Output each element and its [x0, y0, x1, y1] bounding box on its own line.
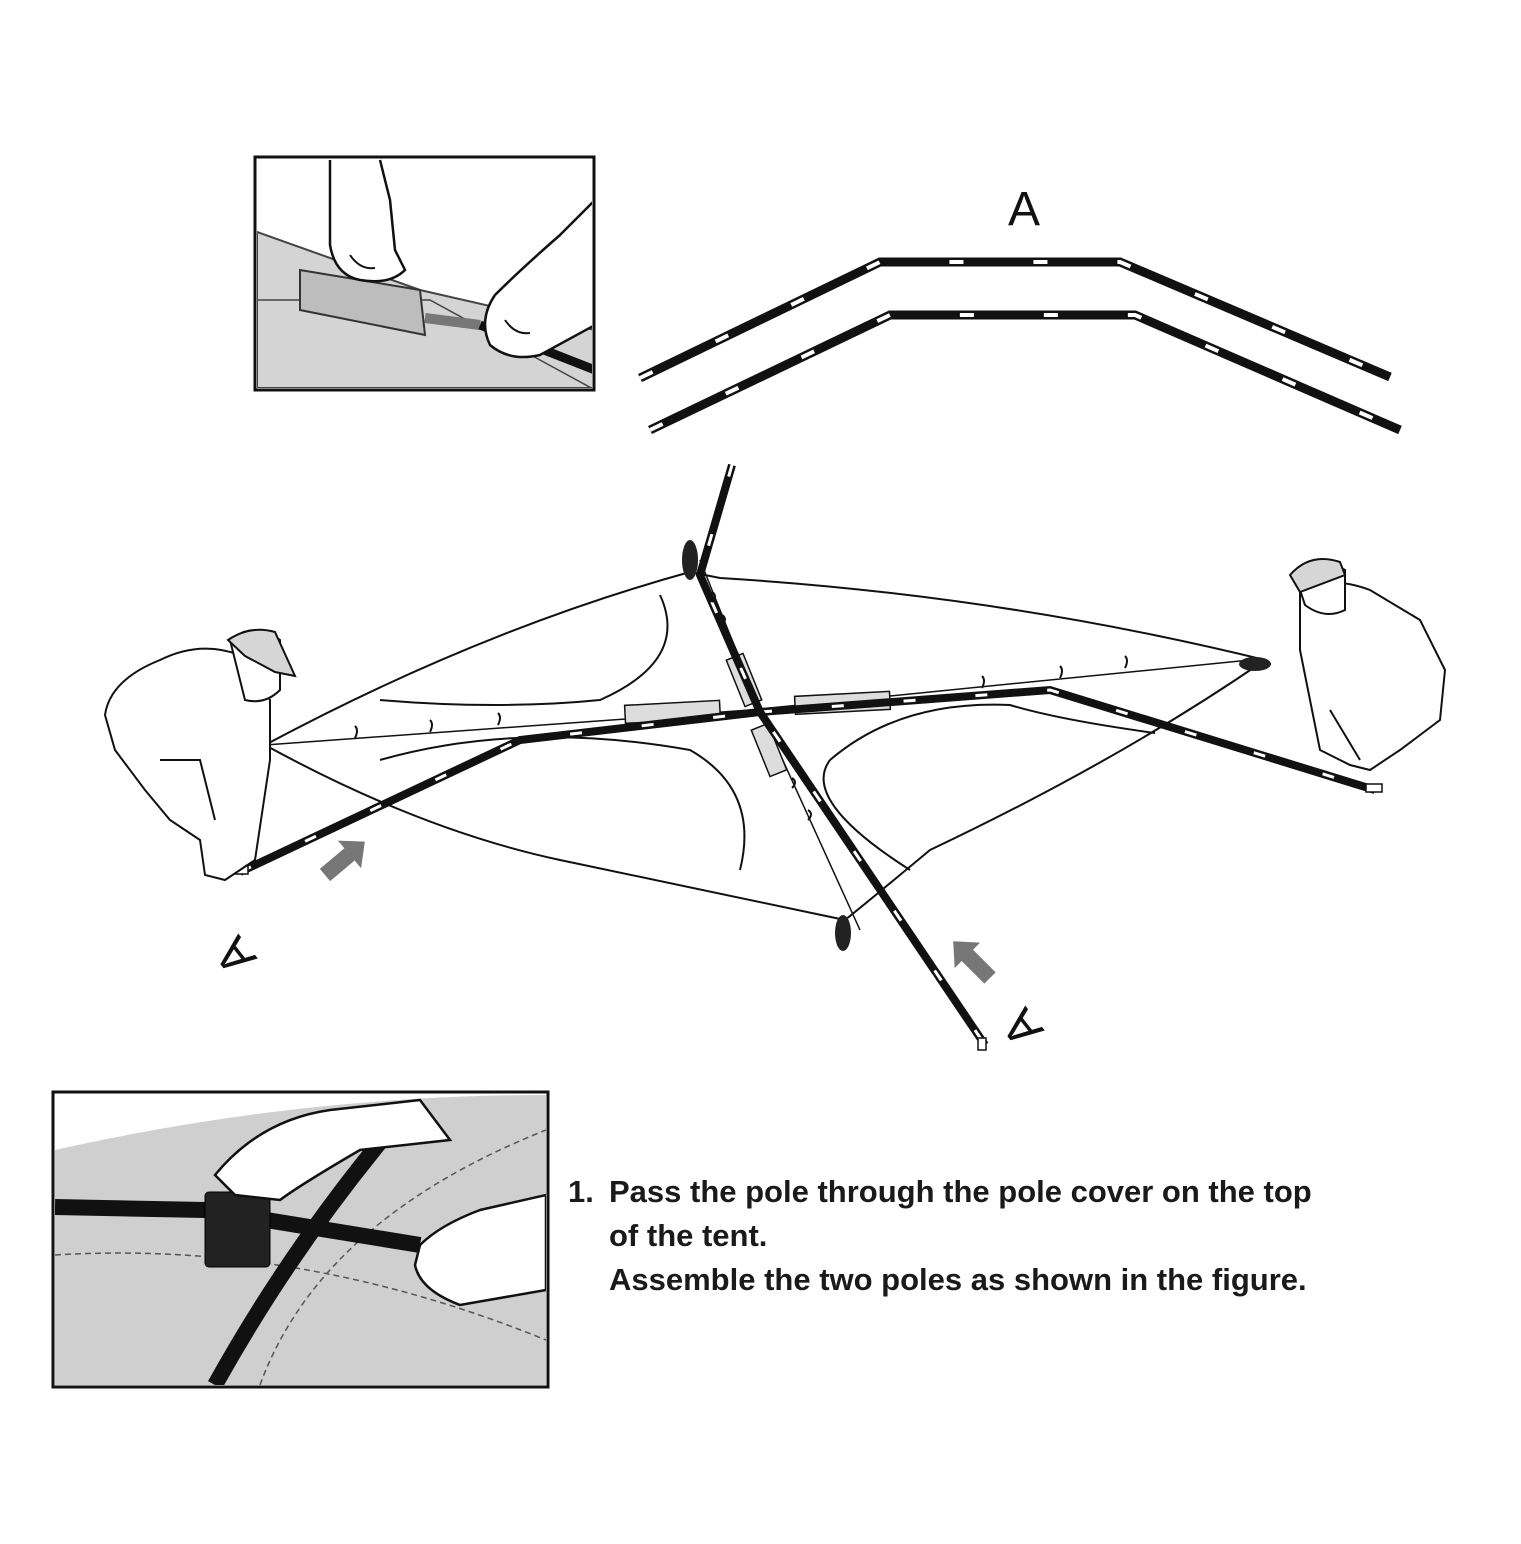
cap-icon	[1288, 558, 1347, 594]
inset-connect-pole	[253, 155, 596, 392]
step-continuation: Assemble the two poles as shown in the f…	[568, 1258, 1488, 1302]
pole-tips	[231, 783, 1383, 1051]
step-line-2: of the tent.	[609, 1218, 768, 1253]
label-a-left: A	[205, 927, 266, 985]
person-left-icon	[103, 628, 297, 882]
pole-right	[759, 685, 1377, 794]
cap-icon	[226, 628, 297, 678]
pole-vertical	[695, 463, 989, 1048]
pole-strap	[208, 1124, 397, 1385]
step-line-1: Pass the pole through the pole cover on …	[609, 1174, 1312, 1209]
pole-a-2	[648, 310, 1402, 435]
indent	[568, 1258, 609, 1302]
crossing-poles	[238, 463, 1377, 1048]
instruction-step-1: 1. Pass the pole through the pole cover …	[568, 1170, 1488, 1214]
direction-arrows	[319, 840, 996, 984]
person-right-icon	[1288, 558, 1447, 772]
hand-icon	[413, 1193, 546, 1307]
fabric-sleeve	[299, 268, 427, 337]
hand-icon	[328, 159, 407, 283]
tent-outline	[262, 570, 1268, 922]
step-line-3: Assemble the two poles as shown in the f…	[609, 1262, 1307, 1297]
hand-icon	[213, 1098, 453, 1202]
pole-a-1	[638, 257, 1392, 383]
pole-pair-a	[638, 257, 1402, 435]
pole-cover-pocket	[204, 1191, 271, 1268]
step-number: 1.	[568, 1174, 594, 1209]
hand-icon	[483, 201, 592, 359]
indent	[568, 1214, 609, 1258]
corner-grommets	[682, 540, 1271, 951]
arrow-icon	[953, 941, 996, 984]
arrow-icon	[319, 840, 365, 882]
clip-hooks	[354, 591, 1128, 821]
inset-pole-cover	[51, 1090, 550, 1389]
label-a-top: A	[1008, 183, 1040, 236]
step-continuation: of the tent.	[568, 1214, 1488, 1258]
instructions-block: 1. Pass the pole through the pole cover …	[568, 1170, 1488, 1302]
label-a-right: A	[992, 999, 1053, 1057]
pole-segment	[424, 313, 481, 330]
pole-left	[238, 708, 761, 876]
